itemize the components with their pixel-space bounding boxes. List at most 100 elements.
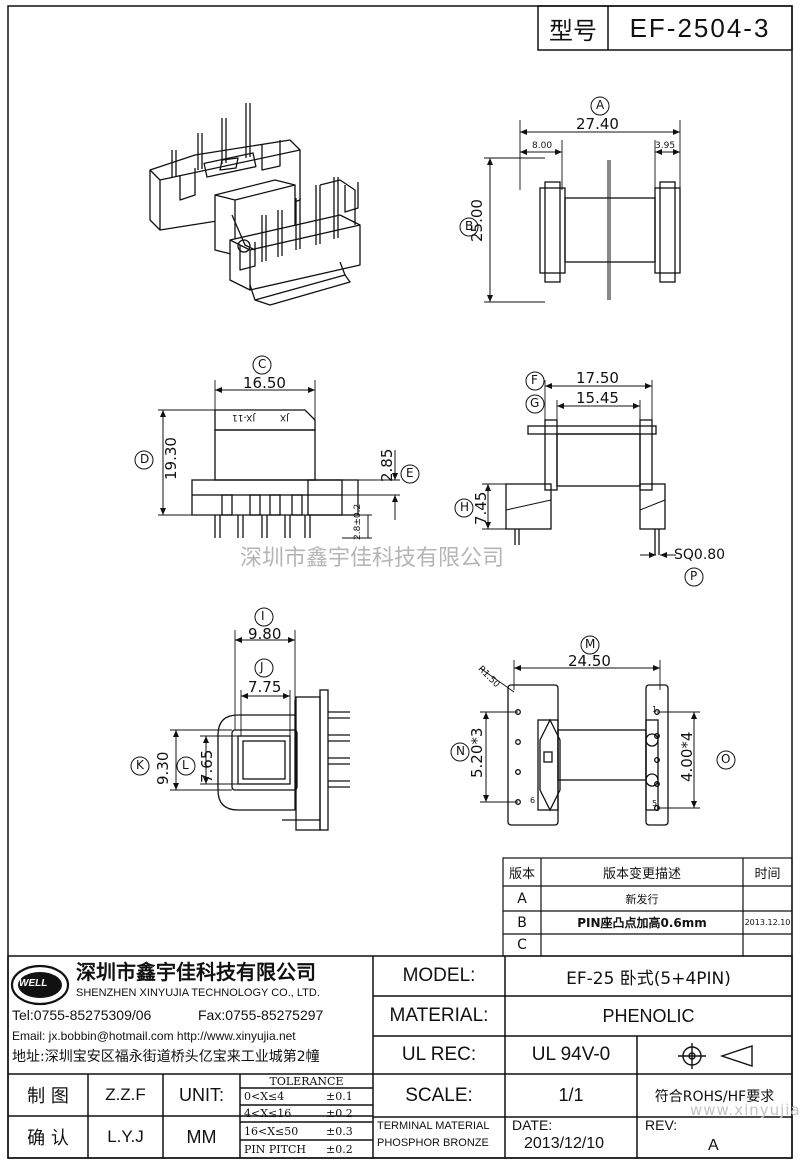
- drawn-label: 制 图: [27, 1086, 69, 1107]
- unit-value: MM: [186, 1126, 217, 1147]
- dim-letter-p: P: [690, 569, 698, 583]
- body-mark-1: JX: [280, 412, 289, 422]
- company-address: 地址:深圳宝安区福永街道桥头亿宝来工业城第2幢: [12, 1049, 320, 1065]
- dim-value-f: 17.50: [576, 369, 619, 387]
- header-box-grid: [537, 5, 793, 51]
- date-label: DATE:: [512, 1117, 553, 1133]
- dim-value-k: 9.30: [154, 751, 172, 785]
- checked-label: 确 认: [27, 1128, 69, 1149]
- dim-letter-c: C: [258, 357, 267, 371]
- rev-header-description: 版本变更描述: [602, 866, 681, 882]
- tolerance-range: 4<X≤16: [244, 1107, 292, 1120]
- dim-letter-f: F: [531, 373, 538, 387]
- tolerance-range: PIN PITCH: [244, 1143, 306, 1156]
- scale-value: 1/1: [558, 1085, 584, 1105]
- dim-letter-k: K: [136, 758, 144, 772]
- rev-row-version: C: [517, 937, 527, 953]
- tolerance-value: ±0.2: [326, 1107, 353, 1120]
- dim-value-a: 27.40: [576, 115, 619, 133]
- dim-value-pin: 2.8±0.2: [353, 503, 363, 540]
- dim-letter-o: O: [721, 752, 731, 766]
- company-name-cn: 深圳市鑫宇佳科技有限公司: [76, 960, 316, 984]
- company-email: Email: jx.bobbin@hotmail.com http://www.…: [12, 1029, 296, 1043]
- rev-row-time: [743, 934, 792, 956]
- pin-label-5: 5: [652, 799, 658, 808]
- dim-value-c: 16.50: [243, 374, 286, 392]
- dim-value-h: 7.45: [472, 491, 490, 525]
- rohs-note: 符合ROHS/HF要求: [654, 1088, 775, 1105]
- dim-value-j: 7.75: [248, 678, 282, 696]
- dim-letter-m: M: [585, 637, 596, 651]
- rev-row-version: A: [517, 890, 527, 907]
- rev-row-description: PIN座凸点加高0.6mm: [577, 916, 707, 930]
- dim-value-i: 9.80: [248, 625, 282, 643]
- model-code: EF-2504-3: [629, 12, 771, 43]
- rev-header-version: 版本: [508, 866, 535, 882]
- isometric-view: [149, 103, 361, 306]
- company-fax: Fax:0755-85275297: [198, 1007, 324, 1023]
- company-name-en: SHENZHEN XINYUJIA TECHNOLOGY CO., LTD.: [76, 987, 320, 999]
- top-view: [459, 96, 681, 303]
- date-value: 2013/12/10: [524, 1135, 605, 1152]
- rev-row-description: 新发行: [625, 892, 659, 906]
- drawn-value: Z.Z.F: [105, 1085, 146, 1104]
- dim-value-right: 3.95: [655, 141, 676, 151]
- dim-value-p: SQ0.80: [674, 547, 726, 563]
- tolerance-title: TOLERANCE: [269, 1074, 344, 1088]
- checked-value: L.Y.J: [107, 1127, 144, 1146]
- body-mark-2: JX-11: [232, 412, 256, 422]
- dim-value-d: 19.30: [162, 437, 180, 480]
- rev-row-description: [541, 934, 743, 956]
- rev-value: A: [708, 1137, 719, 1154]
- tolerance-range: 0<X≤4: [244, 1090, 285, 1103]
- dim-letter-h: H: [460, 500, 470, 514]
- company-logo: [10, 964, 70, 1006]
- projection-symbol: [678, 1043, 753, 1069]
- watermark-company: 深圳市鑫宇佳科技有限公司: [240, 546, 505, 571]
- end-view: [130, 607, 350, 831]
- terminal-material-label: TERMINAL MATERIAL: [377, 1120, 490, 1132]
- pin-label-1: 1: [652, 705, 658, 714]
- material-value: PHENOLIC: [602, 1005, 695, 1026]
- model-label: MODEL:: [402, 965, 476, 986]
- dim-letter-g: G: [530, 396, 540, 410]
- logo-text: WELL: [19, 978, 48, 989]
- tolerance-range: 16<X≤50: [244, 1125, 299, 1138]
- bottom-view: [450, 635, 736, 826]
- dim-letter-n: N: [456, 744, 465, 758]
- tolerance-value: ±0.3: [326, 1125, 353, 1138]
- dim-letter-a: A: [596, 98, 605, 112]
- title-block-grid: [7, 955, 793, 1159]
- tolerance-value: ±0.2: [326, 1143, 353, 1156]
- rev-row-time: 2013.12.10: [744, 918, 791, 927]
- ulrec-label: UL REC:: [401, 1044, 477, 1065]
- dim-letter-b: B: [465, 219, 474, 233]
- unit-label: UNIT:: [179, 1084, 224, 1105]
- dim-letter-j: J: [260, 660, 264, 674]
- tolerance-value: ±0.1: [326, 1090, 353, 1103]
- type-label: 型号: [549, 16, 597, 45]
- model-value: EF-25 卧式(5+4PIN): [566, 968, 731, 989]
- rev-header-time: 时间: [754, 866, 781, 882]
- pin-label-6: 6: [530, 796, 536, 805]
- material-label: MATERIAL:: [389, 1005, 489, 1026]
- company-tel: Tel:0755-85275309/06: [12, 1007, 152, 1023]
- scale-label: SCALE:: [405, 1084, 473, 1106]
- dim-letter-l: L: [182, 758, 189, 772]
- rev-row-version: B: [517, 914, 527, 931]
- dim-value-m: 24.50: [568, 652, 611, 670]
- dim-value-b: 25.00: [468, 199, 486, 242]
- dim-value-left: 8.00: [532, 141, 553, 151]
- dim-letter-d: D: [140, 452, 150, 466]
- terminal-material-value: PHOSPHOR BRONZE: [377, 1137, 489, 1149]
- dim-letter-e: E: [406, 466, 414, 480]
- dim-value-e: 2.85: [378, 448, 396, 482]
- dim-letter-i: I: [261, 609, 265, 623]
- dim-value-n: 5.20*3: [468, 727, 486, 778]
- rev-label: REV:: [645, 1117, 678, 1133]
- side-view: [454, 371, 704, 587]
- watermark-website: www.xinyujia.net: [690, 1101, 800, 1119]
- dim-value-o: 4.00*4: [678, 731, 696, 782]
